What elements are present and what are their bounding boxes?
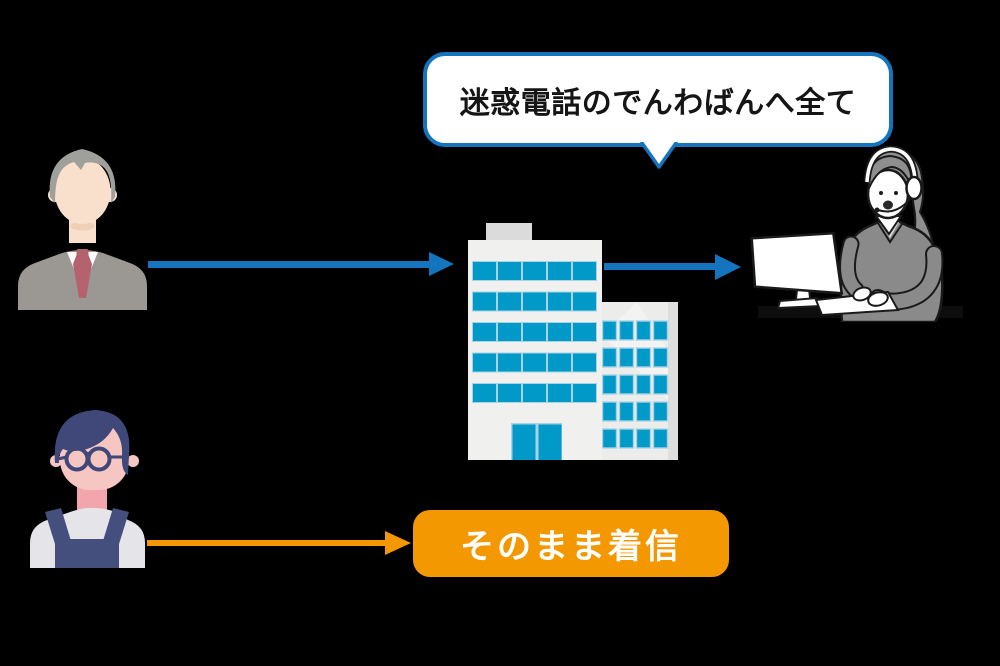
businessman-face <box>54 158 111 224</box>
arrow-direct-shaft <box>147 540 387 546</box>
building-door <box>511 423 562 460</box>
headset-mic-icon <box>874 207 880 213</box>
arrow-forward-shaft <box>604 263 717 270</box>
operator-eye <box>879 191 883 195</box>
operator-mouth <box>883 200 893 210</box>
arrow-nuisance-shaft <box>148 261 431 268</box>
operator-hand <box>867 291 889 307</box>
call-center-operator-illustration <box>750 145 963 322</box>
headset-earcup-icon <box>905 175 923 201</box>
building-right-windows <box>601 320 669 449</box>
casualman-hair <box>54 410 130 475</box>
casual-caller-illustration <box>30 410 145 568</box>
direct-ring-box: そのまま着信 <box>413 510 729 577</box>
operator-arm <box>840 237 863 297</box>
direct-ring-box-text: そのまま着信 <box>460 527 682 567</box>
building-main-windows <box>472 261 597 403</box>
headset-band <box>865 147 917 183</box>
apron-strap <box>103 508 129 544</box>
operator-eye <box>894 191 898 195</box>
operator-hand <box>852 286 872 302</box>
businessman-caller-illustration <box>18 149 147 310</box>
arrow-forward-head <box>715 254 741 280</box>
building-right-tower-edge <box>668 302 678 460</box>
arrow-direct-head <box>385 531 411 555</box>
arrow-nuisance-head <box>429 252 454 276</box>
speech-bubble-tail <box>640 142 678 169</box>
monitor-base <box>776 296 823 310</box>
operator-lapels <box>877 222 903 244</box>
monitor <box>750 231 844 295</box>
casualman-ear <box>127 455 139 467</box>
apron-bib <box>55 539 119 568</box>
speech-bubble-text: 迷惑電話のでんわばんへ全て <box>459 85 857 121</box>
businessman-hair <box>49 149 116 203</box>
building-roof <box>486 223 532 240</box>
businessman-neck-shadow <box>70 221 95 231</box>
glasses-icon <box>57 446 129 472</box>
apron-strap <box>45 508 71 544</box>
headset-mic-boom <box>877 197 912 213</box>
speech-bubble: 迷惑電話のでんわばんへ全て <box>423 52 893 147</box>
office-building-illustration <box>468 223 678 460</box>
businessman-tie <box>73 254 92 298</box>
